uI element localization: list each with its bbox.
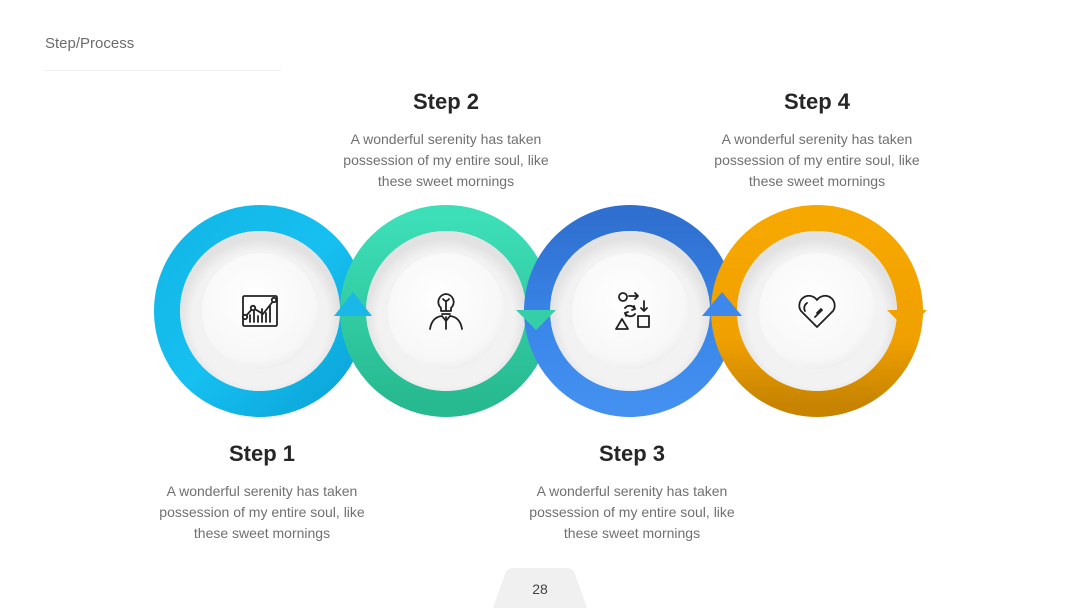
step-3-description: A wonderful serenity has taken possessio… — [529, 483, 735, 541]
chart-analytics-icon — [238, 289, 282, 333]
step-1-block: Step 1 A wonderful serenity has taken po… — [147, 441, 377, 544]
arrow-up-1 — [334, 292, 372, 316]
page-tab-shape — [493, 568, 587, 608]
arrow-down-2 — [516, 310, 556, 330]
step-4-title: Step 4 — [783, 89, 851, 114]
page-number-tab: 28 — [493, 568, 587, 608]
step-4-description: A wonderful serenity has taken possessio… — [714, 131, 920, 189]
idea-person-icon — [424, 289, 468, 333]
arrow-down-4 — [887, 310, 927, 330]
page-title: Step/Process — [45, 35, 135, 52]
process-shapes-icon — [608, 289, 652, 333]
page-number: 28 — [532, 581, 548, 597]
step-2-title: Step 2 — [412, 89, 480, 114]
step-3-block: Step 3 A wonderful serenity has taken po… — [517, 441, 747, 544]
arrow-up-3 — [702, 292, 742, 316]
step-2-block: Step 2 A wonderful serenity has taken po… — [331, 89, 561, 192]
heart-icon — [795, 289, 839, 333]
step-4-block: Step 4 A wonderful serenity has taken po… — [702, 89, 932, 192]
step-2-description: A wonderful serenity has taken possessio… — [343, 131, 549, 189]
step-1-title: Step 1 — [228, 441, 296, 466]
title-divider — [45, 70, 281, 71]
step-1-description: A wonderful serenity has taken possessio… — [159, 483, 365, 541]
step-3-title: Step 3 — [598, 441, 666, 466]
